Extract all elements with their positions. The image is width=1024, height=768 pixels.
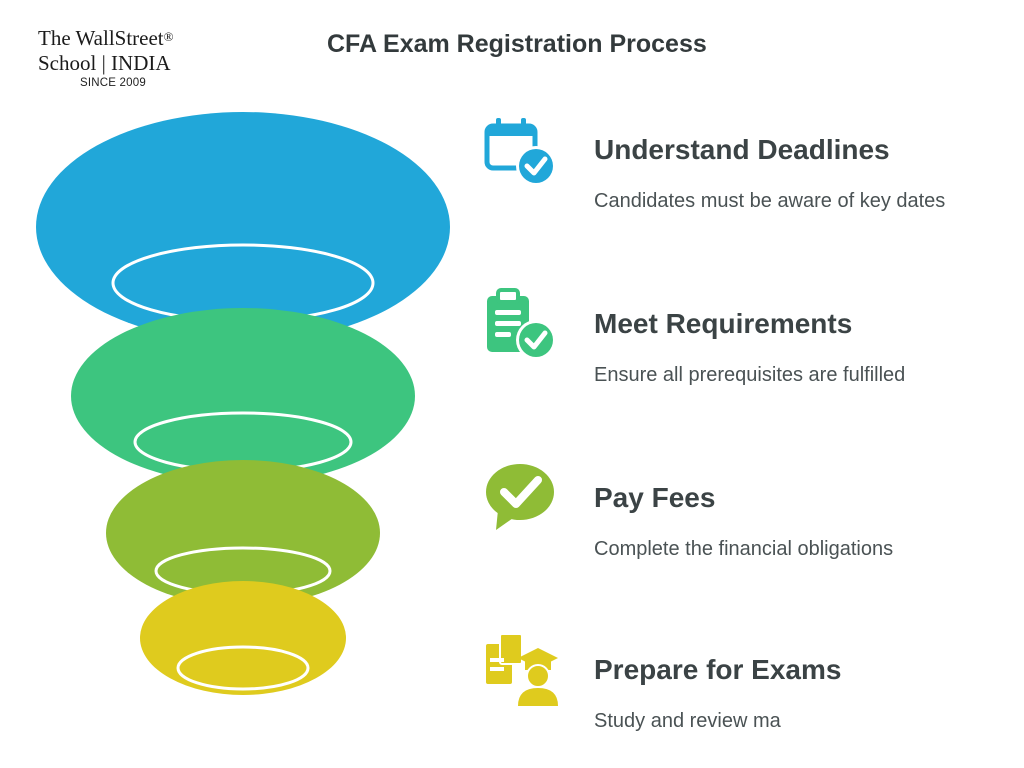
logo-since: SINCE 2009 [80, 77, 146, 89]
brand-logo: The WallStreet® School | INDIA SINCE 200… [38, 26, 238, 89]
logo-line-1: The WallStreet® [38, 26, 238, 51]
logo-name: The WallStreet [38, 26, 164, 50]
funnel-layer-4-ring [176, 645, 310, 691]
clipboard-check-icon [484, 288, 558, 362]
funnel-layer-4-body [140, 581, 346, 695]
study-graduate-icon [484, 633, 558, 708]
funnel-diagram [36, 112, 450, 695]
step-heading: Prepare for Exams [594, 654, 842, 685]
step-description: Complete the financial obligations [594, 538, 894, 560]
chat-check-icon [484, 462, 558, 536]
calendar-check-icon [484, 116, 558, 190]
step-heading: Understand Deadlines [594, 134, 890, 165]
step-description: Ensure all prerequisites are fulfilled [594, 364, 906, 386]
funnel-layer-1 [36, 112, 450, 342]
funnel-layer-4 [140, 581, 346, 695]
step-description: Study and review ma [594, 710, 781, 732]
registered-mark: ® [163, 29, 174, 44]
step-description: Candidates must be aware of key dates [594, 190, 946, 212]
funnel-layer-1-body [36, 112, 450, 342]
funnel-layer-2-body [71, 308, 415, 484]
step-heading: Pay Fees [594, 482, 716, 513]
logo-line-2: School | INDIA [38, 51, 171, 75]
funnel-layer-2 [71, 308, 415, 484]
funnel-layer-3-body [106, 460, 380, 606]
step-heading: Meet Requirements [594, 308, 853, 339]
page-title: CFA Exam Registration Process [327, 30, 707, 58]
